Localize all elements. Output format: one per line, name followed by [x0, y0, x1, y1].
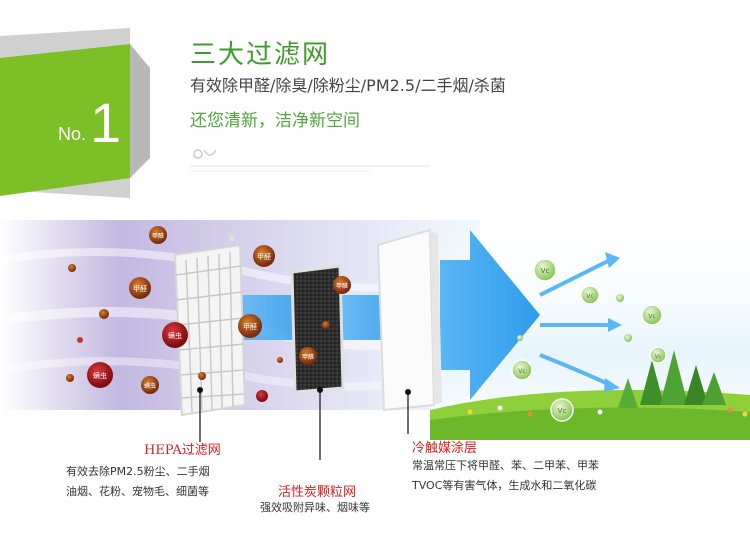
vc-bubble: Vc — [511, 359, 533, 381]
svg-text:Vc: Vc — [586, 293, 593, 300]
no1-badge: No. 1 — [0, 28, 150, 198]
vc-bubble: Vc — [649, 346, 667, 364]
page-subtitle: 有效除甲醛/除臭/除粉尘/PM2.5/二手烟/杀菌 — [190, 76, 506, 95]
hepa-description: 有效去除PM2.5粉尘、二手烟 油烟、花粉、宠物毛、细菌等 — [66, 462, 210, 502]
cold-catalyst-filter — [376, 228, 442, 412]
svg-text:Vc: Vc — [648, 313, 655, 320]
badge-prefix: No. — [58, 124, 86, 144]
vc-bubble: Vc — [550, 398, 574, 422]
svg-text:甲醛: 甲醛 — [302, 353, 314, 361]
badge-fold-shape — [130, 44, 150, 178]
svg-text:甲醛: 甲醛 — [336, 282, 348, 290]
svg-text:螨虫: 螨虫 — [144, 382, 156, 390]
svg-text:甲醛: 甲醛 — [133, 284, 147, 293]
particle-mite: 螨虫 — [141, 376, 159, 394]
hepa-desc-line-2: 油烟、花粉、宠物毛、细菌等 — [66, 485, 209, 498]
particle-formaldehyde: 甲醛 — [238, 314, 262, 338]
catalyst-label: 冷触媒涂层 — [412, 437, 477, 456]
particle-formaldehyde: 甲醛 — [253, 245, 275, 267]
small-particles — [66, 235, 330, 402]
carbon-title: 活性炭颗粒网 — [278, 485, 357, 500]
catalyst-desc-line-2: TVOC等有害气体，生成水和二氧化碳 — [412, 479, 597, 492]
vc-bubble: Vc — [533, 258, 557, 282]
vc-bubble: Vc — [641, 304, 663, 326]
hepa-filter — [173, 243, 247, 417]
catalyst-desc-line-1: 常温常压下将甲醛、苯、二甲苯、甲苯 — [412, 459, 599, 472]
particle-formaldehyde: 甲醛 — [299, 347, 317, 365]
particle-formaldehyde: 甲醛 — [149, 226, 167, 244]
svg-text:甲醛: 甲醛 — [152, 232, 164, 240]
svg-text:螨虫: 螨虫 — [93, 371, 107, 380]
badge-green-shape — [0, 44, 130, 196]
vc-bubble: Vc — [580, 285, 600, 305]
pointer-lines — [199, 390, 409, 460]
hepa-label: HEPA过滤网 — [144, 439, 221, 458]
carbon-desc-line-1: 强效吸附异味、烟味等 — [260, 501, 370, 514]
vc-dots — [517, 294, 632, 342]
page-title: 三大过滤网 — [190, 40, 331, 70]
particle-formaldehyde: 甲醛 — [333, 276, 351, 294]
catalyst-description: 常温常压下将甲醛、苯、二甲苯、甲苯 TVOC等有害气体，生成水和二氧化碳 — [412, 456, 599, 496]
svg-text:Vc: Vc — [558, 407, 567, 415]
svg-text:甲醛: 甲醛 — [243, 322, 257, 331]
page-slogan: 还您清新，洁净新空间 — [190, 111, 360, 131]
svg-text:螨虫: 螨虫 — [168, 331, 182, 340]
big-airflow-arrow — [440, 230, 540, 400]
badge-number: 1 — [90, 91, 121, 154]
svg-text:Vc: Vc — [518, 368, 525, 375]
particle-mite: 螨虫 — [162, 322, 188, 348]
brand-logo — [190, 149, 430, 172]
catalyst-title: 冷触媒涂层 — [412, 441, 478, 456]
particle-mite: 螨虫 — [87, 362, 113, 388]
svg-text:Vc: Vc — [541, 267, 550, 275]
carbon-label: 活性炭颗粒网 — [278, 481, 356, 500]
particle-formaldehyde: 甲醛 — [129, 277, 151, 299]
hepa-desc-line-1: 有效去除PM2.5粉尘、二手烟 — [66, 465, 210, 478]
svg-text:Vc: Vc — [655, 354, 661, 360]
filtration-scene: 甲醛 甲醛 甲醛 甲醛 甲醛 甲醛 螨虫 螨虫 — [0, 220, 750, 460]
hepa-title: HEPA过滤网 — [144, 443, 221, 458]
tree-group — [618, 350, 726, 408]
svg-text:甲醛: 甲醛 — [257, 252, 271, 261]
carbon-description: 强效吸附异味、烟味等 — [260, 498, 370, 518]
